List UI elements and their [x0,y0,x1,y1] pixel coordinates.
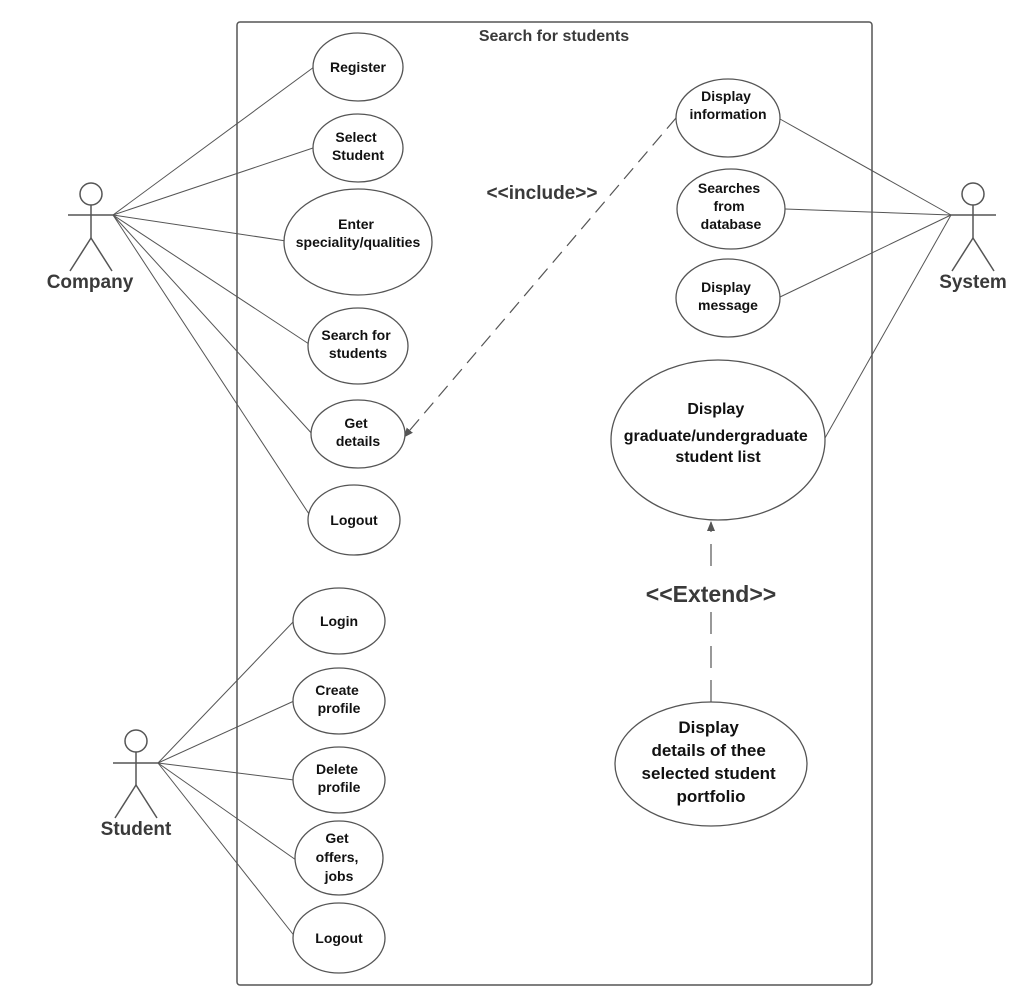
use-case-display-student-list-label: Display graduate/undergraduate student l… [624,401,812,466]
assoc-system-display-information [779,118,952,216]
actor-student [113,729,159,819]
actor-student-label: Student [101,819,172,840]
include-dependency-arrow [403,117,677,438]
assoc-company-select-student [112,147,314,216]
use-case-display-student-list [610,359,826,521]
assoc-company-get-details [112,214,315,437]
use-case-create-profile [292,667,386,735]
assoc-student-get-offers [157,762,297,861]
use-case-logout-company-label: Logout [330,512,378,528]
use-case-create-profile-label: Create profile [315,682,362,716]
actor-company-head [79,182,103,206]
assoc-company-search-students [112,214,313,347]
use-case-select-student-label: Select Student [332,129,384,163]
use-case-logout-student [292,902,386,974]
use-case-searches-database [676,168,786,250]
system-boundary [236,21,873,986]
use-case-login-label: Login [320,613,358,629]
use-case-searches-database-label: Searches from database [698,180,764,232]
use-case-display-information [675,78,781,158]
extend-stereotype-label: <<Extend>> [646,581,776,607]
use-case-delete-profile-label: Delete profile [316,761,362,795]
use-case-display-message-label: Display message [698,279,758,313]
assoc-company-register [112,66,315,216]
assoc-system-display-student-list [824,214,952,439]
assoc-system-display-message [779,214,952,298]
actor-company-label: Company [47,272,134,293]
use-case-get-offers-label: Get offers, jobs [316,830,363,884]
use-case-get-details-label: Get details [336,415,381,449]
use-case-register [312,32,404,102]
actor-system-head [961,182,985,206]
use-case-get-offers [294,820,384,896]
use-case-get-details [310,399,406,469]
assoc-student-delete-profile [157,762,295,781]
use-case-logout-company [307,484,401,556]
use-case-logout-student-label: Logout [315,930,363,946]
actor-system-label: System [939,272,1007,293]
use-case-search-students [307,307,409,385]
assoc-student-login [157,620,295,764]
actor-company [68,182,114,272]
assoc-company-logout [112,214,310,515]
assoc-system-searches-database [784,208,952,216]
assoc-company-enter-speciality [112,214,287,242]
use-case-search-students-label: Search for students [321,327,394,361]
use-case-display-portfolio-label: Display details of thee selected student… [642,718,781,806]
use-case-display-message [675,258,781,338]
use-case-display-portfolio [614,701,808,827]
use-case-login [292,587,386,655]
use-case-delete-profile [292,746,386,814]
use-case-select-student [312,113,404,183]
use-case-enter-speciality-label: Enter speciality/qualities [296,216,421,250]
actor-student-head [124,729,148,753]
extend-label-background [638,578,784,610]
assoc-student-create-profile [157,700,295,764]
use-case-labels: Register Select Student Enter speciality… [296,59,812,946]
use-case-ellipses [283,32,826,974]
use-case-display-information-label: Display information [690,88,767,122]
system-title: Search for students [479,28,629,45]
assoc-student-logout [157,762,297,939]
association-lines [112,66,952,939]
use-case-register-label: Register [330,59,387,75]
use-case-enter-speciality [283,188,433,296]
actor-system [950,182,996,272]
include-stereotype-label: <<include>> [487,183,598,204]
